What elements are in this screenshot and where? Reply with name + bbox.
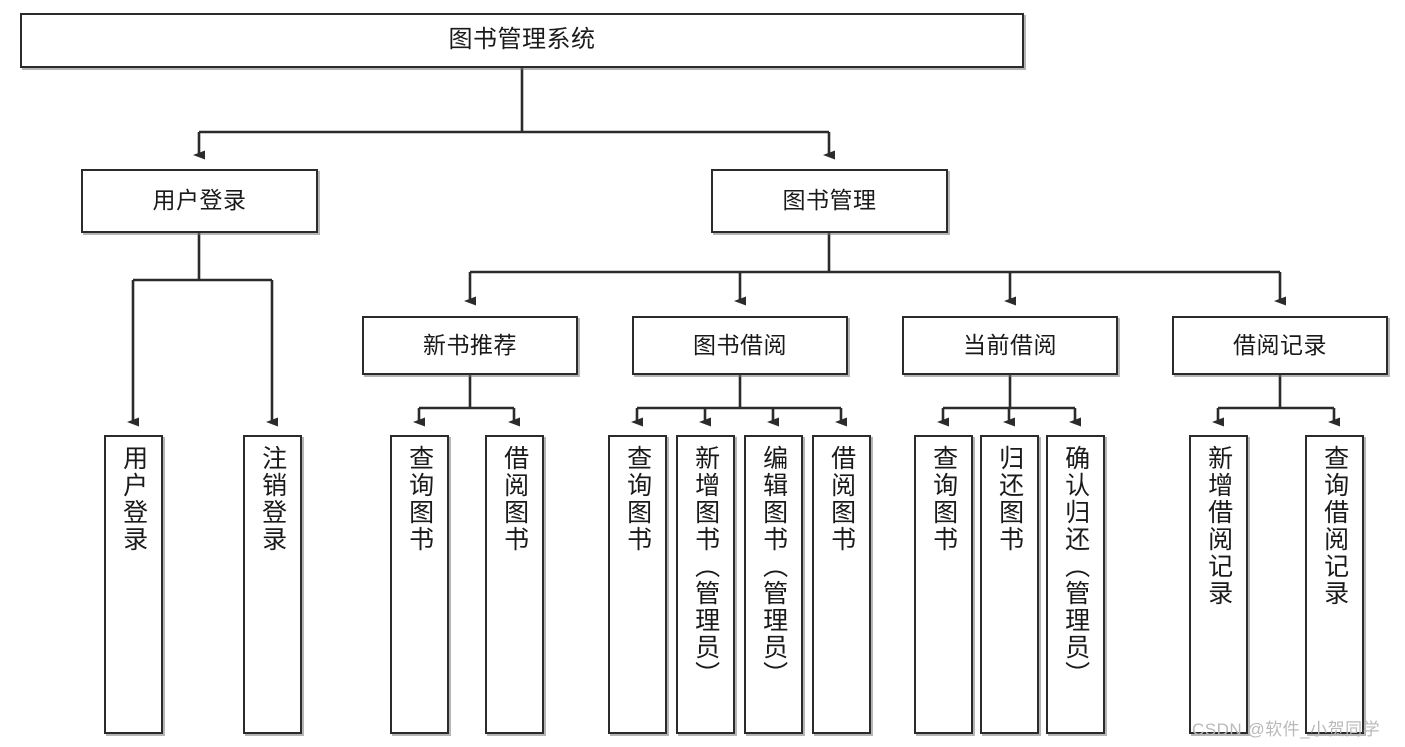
node-book-management[interactable]: 图书管理 xyxy=(711,169,948,233)
leaf-borrow-borrow-book[interactable]: 借阅图书 xyxy=(812,435,871,734)
node-new-book-recommend[interactable]: 新书推荐 xyxy=(362,316,578,375)
leaf-new-book-borrow[interactable]: 借阅图书 xyxy=(485,435,544,734)
leaf-current-return-book[interactable]: 归还图书 xyxy=(980,435,1039,734)
leaf-current-confirm-return[interactable]: 确认归还（管理员） xyxy=(1046,435,1105,734)
leaf-current-query-book-label: 查询图书 xyxy=(929,445,958,553)
leaf-borrow-borrow-book-label: 借阅图书 xyxy=(827,445,856,553)
node-borrow-record[interactable]: 借阅记录 xyxy=(1172,316,1388,375)
leaf-borrow-query-book-label: 查询图书 xyxy=(623,445,652,553)
leaf-current-confirm-return-label: 确认归还（管理员） xyxy=(1061,445,1090,688)
node-user-login-label: 用户登录 xyxy=(152,187,247,214)
leaf-borrow-edit-book-label: 编辑图书（管理员） xyxy=(759,445,788,688)
leaf-new-book-query[interactable]: 查询图书 xyxy=(390,435,449,734)
node-user-login[interactable]: 用户登录 xyxy=(81,169,318,233)
leaf-borrow-add-book-label: 新增图书（管理员） xyxy=(691,445,720,688)
node-book-borrow-label: 图书借阅 xyxy=(693,331,787,358)
leaf-borrow-add-book[interactable]: 新增图书（管理员） xyxy=(676,435,735,734)
node-root[interactable]: 图书管理系统 xyxy=(20,13,1024,68)
node-borrow-record-label: 借阅记录 xyxy=(1233,331,1327,358)
leaf-user-login-logout[interactable]: 注销登录 xyxy=(243,435,302,734)
node-book-management-label: 图书管理 xyxy=(782,187,877,214)
node-root-label: 图书管理系统 xyxy=(448,26,596,54)
leaf-current-query-book[interactable]: 查询图书 xyxy=(914,435,973,734)
leaf-record-add[interactable]: 新增借阅记录 xyxy=(1189,435,1248,734)
leaf-record-query-label: 查询借阅记录 xyxy=(1320,445,1349,607)
csdn-watermark: CSDN @软件_小贺同学 xyxy=(1192,720,1381,739)
node-book-borrow[interactable]: 图书借阅 xyxy=(632,316,848,375)
leaf-borrow-edit-book[interactable]: 编辑图书（管理员） xyxy=(744,435,803,734)
leaf-record-query[interactable]: 查询借阅记录 xyxy=(1305,435,1364,734)
node-new-book-recommend-label: 新书推荐 xyxy=(423,331,517,358)
leaf-borrow-query-book[interactable]: 查询图书 xyxy=(608,435,667,734)
leaf-record-add-label: 新增借阅记录 xyxy=(1204,445,1233,607)
node-current-borrow[interactable]: 当前借阅 xyxy=(902,316,1118,375)
leaf-user-login-login[interactable]: 用户登录 xyxy=(104,435,163,734)
leaf-user-login-logout-label: 注销登录 xyxy=(258,445,287,553)
leaf-current-return-book-label: 归还图书 xyxy=(995,445,1024,553)
leaf-new-book-borrow-label: 借阅图书 xyxy=(500,445,529,553)
leaf-user-login-login-label: 用户登录 xyxy=(119,445,148,553)
node-current-borrow-label: 当前借阅 xyxy=(963,331,1057,358)
leaf-new-book-query-label: 查询图书 xyxy=(405,445,434,553)
